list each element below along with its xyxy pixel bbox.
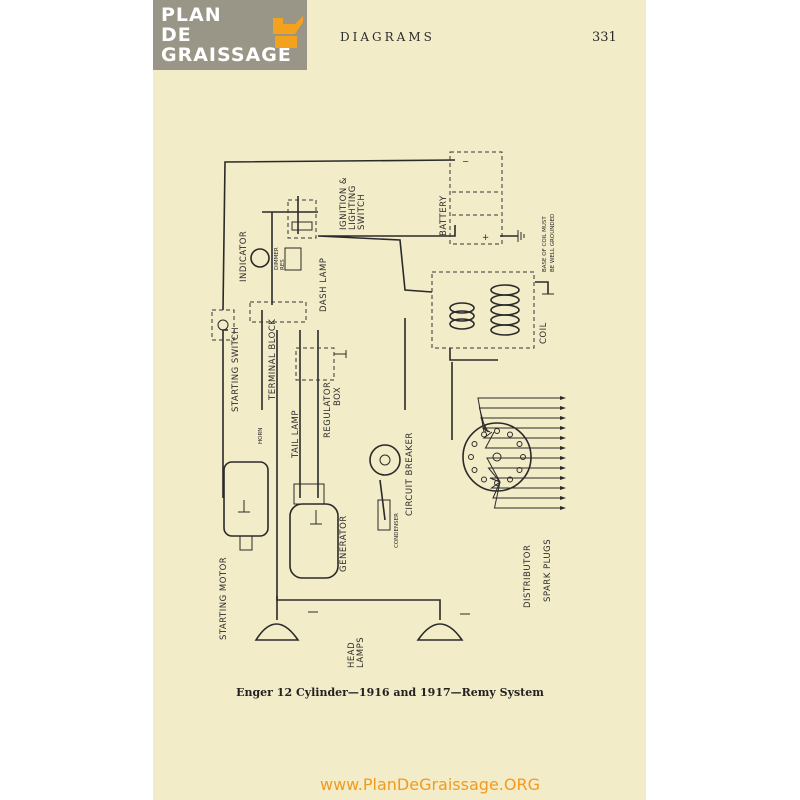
spark-plug-lead xyxy=(482,431,560,439)
indicator-label: INDICATOR xyxy=(239,231,249,282)
indicator: INDICATOR xyxy=(239,231,270,282)
condenser-label: CONDENSER xyxy=(394,513,400,548)
coil-note-label-1: BASE OF COIL MUST xyxy=(542,216,548,272)
distributor-terminal xyxy=(471,441,478,447)
spark-plug-terminal-icon xyxy=(560,446,566,450)
horn-label: HORN xyxy=(258,428,264,444)
spark-plug-terminal-icon xyxy=(560,506,566,510)
spark-plug-terminal-icon xyxy=(560,406,566,410)
generator-label: GENERATOR xyxy=(339,515,349,572)
spark-plug-lead xyxy=(480,417,560,433)
terminal-block-label: TERMINAL BLOCK xyxy=(268,319,278,401)
head-lamps-label-1: HEAD xyxy=(347,642,357,668)
starting-switch-label: STARTING SWITCH xyxy=(231,327,241,412)
logo-line-1: PLAN xyxy=(161,4,222,26)
page-header-title: DIAGRAMS xyxy=(340,30,435,44)
book-page xyxy=(153,0,646,800)
circuit-breaker-label: CIRCUIT BREAKER xyxy=(405,432,415,516)
distributor: DISTRIBUTOR SPARK PLUGS xyxy=(462,396,566,608)
dimmer-label-1: DIMMER xyxy=(274,247,280,270)
distributor-terminal xyxy=(494,428,500,434)
logo-line-3: GRAISSAGE xyxy=(161,44,292,66)
distributor-terminal xyxy=(520,454,526,460)
ignition-switch-label-1: IGNITION & xyxy=(339,177,349,230)
spark-plug-lead xyxy=(486,457,560,483)
spark-plug-lead xyxy=(493,481,560,509)
spark-plug-lead xyxy=(489,481,560,489)
starting-switch: STARTING SWITCH xyxy=(211,309,241,412)
logo-line-2: DE xyxy=(161,24,192,46)
spark-plug-terminal-icon xyxy=(560,436,566,440)
coil: COIL BASE OF COIL MUST BE WELL GROUNDED xyxy=(431,214,556,349)
dimmer-label-2: RES xyxy=(280,259,286,270)
head-lamps: HEAD LAMPS xyxy=(254,611,470,668)
spark-plug-terminal-icon xyxy=(560,476,566,480)
battery-plus-label: + xyxy=(482,233,490,243)
distributor-terminal xyxy=(468,454,474,460)
battery: − + BATTERY xyxy=(439,151,525,245)
starting-motor: STARTING MOTOR xyxy=(219,461,269,640)
spark-plug-lead xyxy=(484,431,560,449)
head-lamps-label-2: LAMPS xyxy=(356,637,366,668)
spark-plug-terminal-icon xyxy=(560,496,566,500)
distributor-label: DISTRIBUTOR xyxy=(523,545,533,608)
circuit-breaker: CIRCUIT BREAKER CONDENSER xyxy=(369,432,415,548)
spark-plug-terminal-icon xyxy=(560,486,566,490)
spark-plug-lead xyxy=(489,477,560,483)
regulator-box-label-2: BOX xyxy=(333,387,343,406)
regulator-box: REGULATOR BOX xyxy=(295,347,347,438)
page-number: 331 xyxy=(592,30,617,45)
website-watermark: www.PlanDeGraissage.ORG xyxy=(320,775,540,794)
spark-plug-terminal-icon xyxy=(560,466,566,470)
ignition-switch-label-2: LIGHTING xyxy=(348,185,358,230)
battery-label: BATTERY xyxy=(439,195,449,236)
regulator-box-label-1: REGULATOR xyxy=(323,382,333,438)
spark-plug-lead xyxy=(482,427,560,433)
distributor-terminal xyxy=(481,476,487,483)
plan-de-graissage-logo: PLAN DE GRAISSAGE xyxy=(153,0,307,70)
starting-motor-label: STARTING MOTOR xyxy=(219,557,229,640)
spark-plug-terminal-icon xyxy=(560,426,566,430)
dimmer-resistance: DIMMER RES xyxy=(274,247,302,271)
terminal-block: TERMINAL BLOCK xyxy=(249,301,307,401)
generator: GENERATOR xyxy=(289,483,349,579)
distributor-terminal xyxy=(507,431,513,438)
tail-lamp-label: TAIL LAMP xyxy=(291,410,301,459)
coil-label: COIL xyxy=(539,322,549,344)
spark-plug-terminal-icon xyxy=(560,416,566,420)
distributor-terminal xyxy=(516,441,523,447)
dash-lamp-label: DASH LAMP xyxy=(319,258,329,312)
coil-note-label-2: BE WELL GROUNDED xyxy=(550,214,556,272)
ignition-lighting-switch: IGNITION & LIGHTING SWITCH xyxy=(287,177,367,239)
battery-minus-label: − xyxy=(462,157,470,167)
distributor-terminal xyxy=(507,476,513,483)
spark-plug-lead xyxy=(492,481,560,499)
spark-plug-lead xyxy=(487,467,560,483)
oil-can-icon xyxy=(273,16,303,48)
ignition-switch-label-3: SWITCH xyxy=(357,194,367,230)
spark-plug-lead xyxy=(477,397,560,433)
spark-plug-terminal-icon xyxy=(560,456,566,460)
figure-caption: Enger 12 Cylinder—1916 and 1917—Remy Sys… xyxy=(236,686,544,699)
distributor-terminal xyxy=(471,467,478,473)
wires xyxy=(222,159,549,620)
spark-plugs-label: SPARK PLUGS xyxy=(543,539,553,602)
spark-plug-terminal-icon xyxy=(560,396,566,400)
